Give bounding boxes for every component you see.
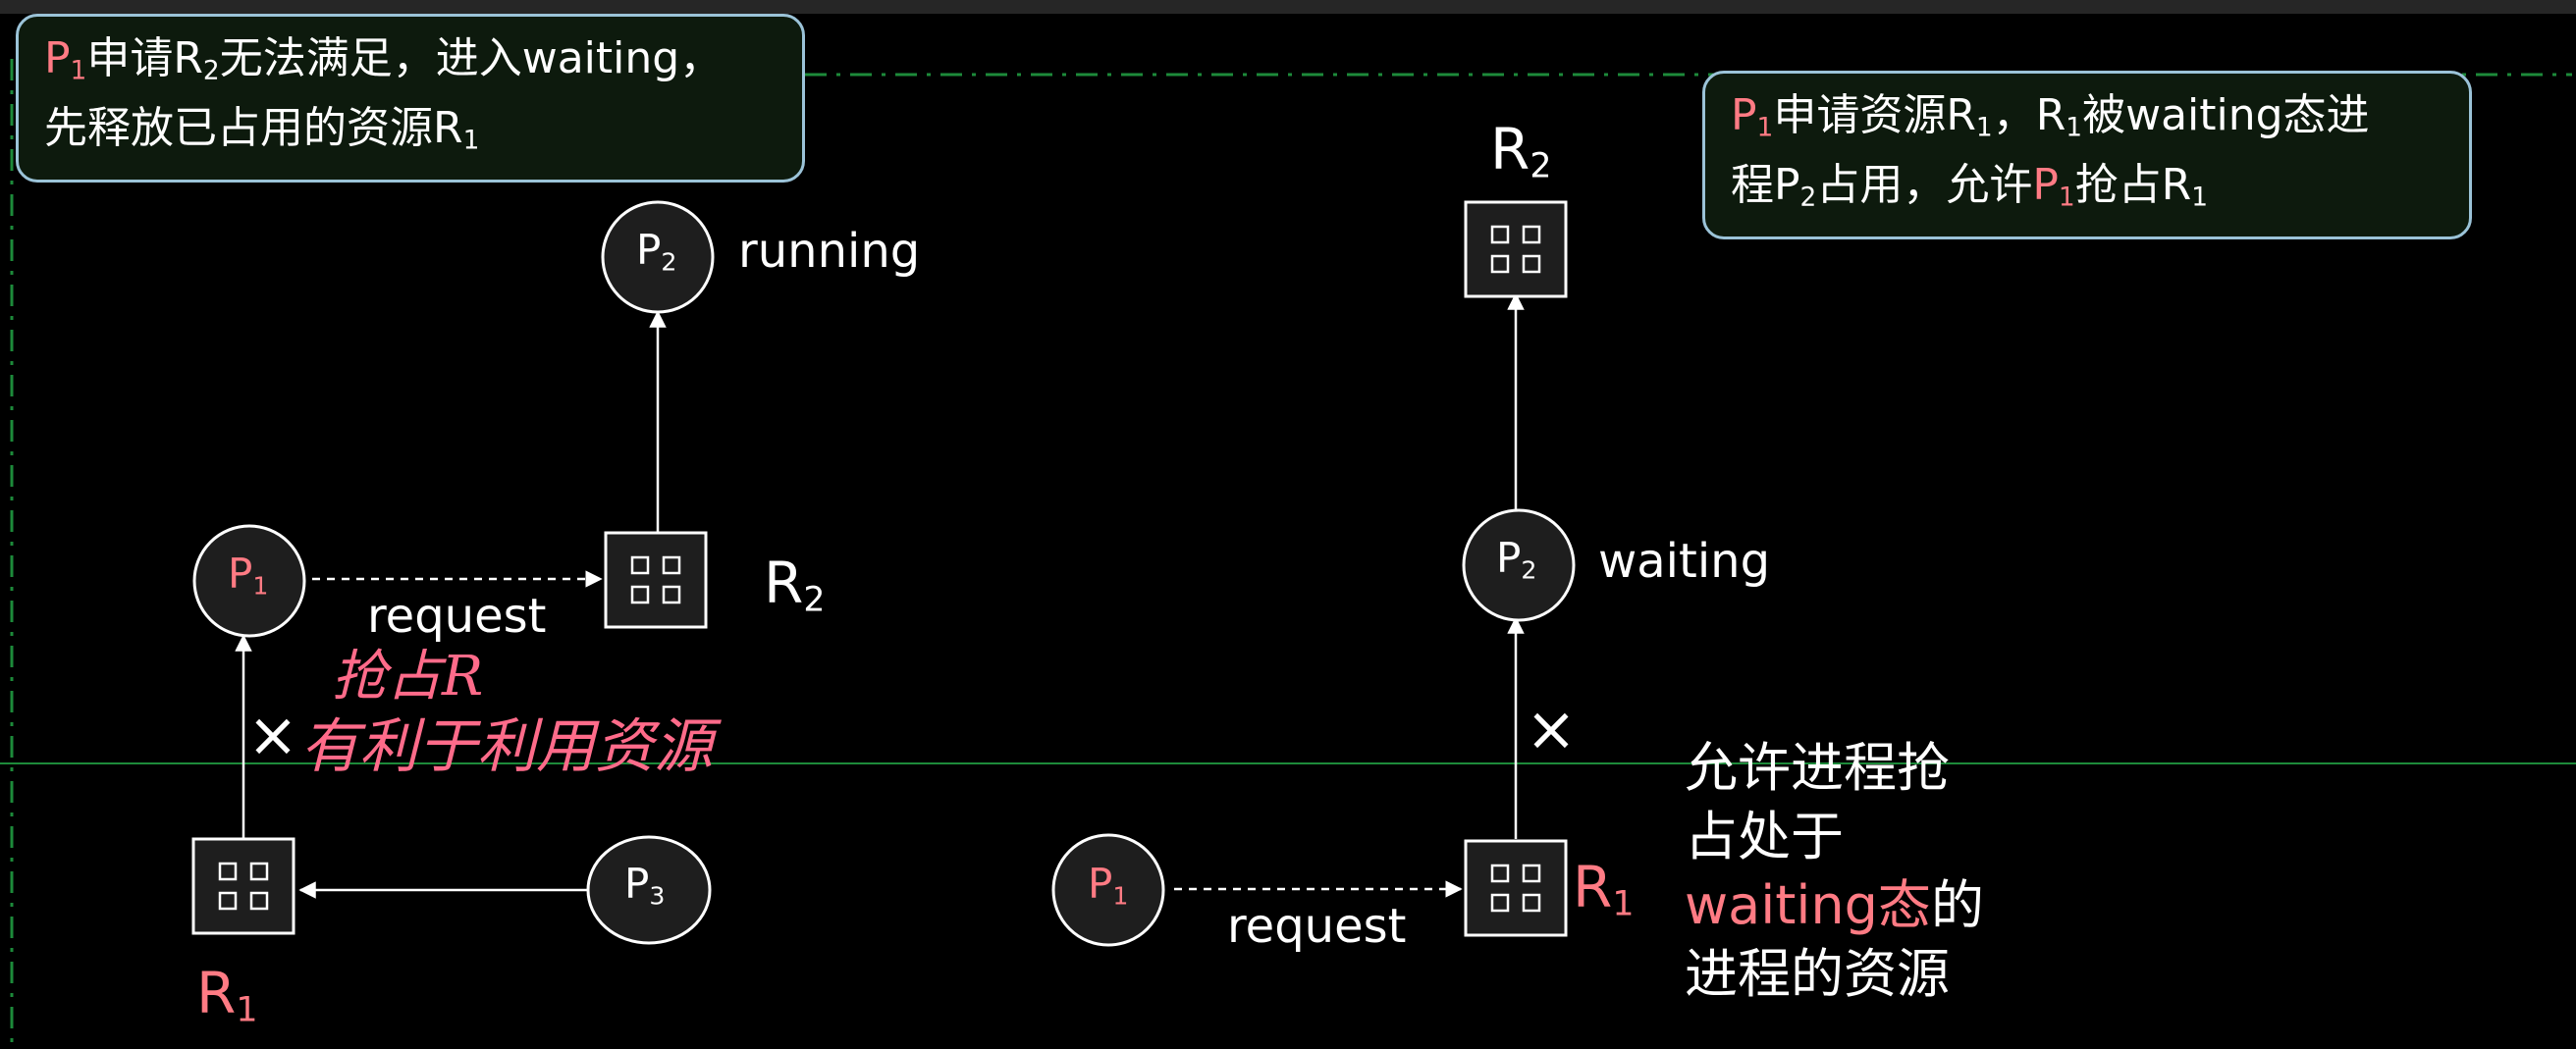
right-caption-line1: P1申请资源R1，R1被waiting态进 xyxy=(1731,90,2370,143)
request-label-left: request xyxy=(367,589,547,644)
process-node-p3 xyxy=(586,835,712,945)
p2-right-label: P2 xyxy=(1496,534,1537,585)
handwriting-line2: 有利于利用资源 xyxy=(300,712,713,781)
process-node-p2-right xyxy=(1462,508,1576,622)
resource-node-r2-left xyxy=(604,531,708,629)
request-label-right: request xyxy=(1227,899,1407,954)
p2-right-state: waiting xyxy=(1598,534,1771,589)
cross-mark-right: × xyxy=(1526,693,1577,764)
right-caption-line2: 程P2占用，允许P1抢占R1 xyxy=(1731,159,2209,213)
r1-right-label: R1 xyxy=(1573,854,1635,924)
note-line1: 允许进程抢 xyxy=(1685,737,1950,799)
handwriting-line1: 抢占R xyxy=(332,645,484,708)
process-node-p2-left xyxy=(601,200,715,314)
preemption-note: 允许进程抢 占处于 waiting态的 进程的资源 xyxy=(1685,734,1984,1009)
note-line3: waiting态的 xyxy=(1685,874,1984,936)
p2-left-label: P2 xyxy=(636,226,677,277)
cross-mark-left: × xyxy=(247,699,298,770)
resource-node-r2-right xyxy=(1464,200,1568,298)
r2-left-label: R2 xyxy=(764,550,826,620)
p1-left-label: P1 xyxy=(228,550,269,601)
r2-right-label: R2 xyxy=(1490,116,1552,186)
note-line2: 占处于 xyxy=(1685,806,1844,867)
left-caption-box: P1申请R2无法满足，进入waiting， 先释放已占用的资源R1 xyxy=(16,14,805,183)
process-node-p1-left xyxy=(192,524,306,638)
p2-left-state: running xyxy=(738,224,921,279)
process-node-p1-right xyxy=(1051,833,1165,947)
r1-left-label: R1 xyxy=(196,960,258,1030)
note-line4: 进程的资源 xyxy=(1685,943,1950,1005)
p1-right-label: P1 xyxy=(1088,860,1129,911)
left-caption-line2: 先释放已占用的资源R1 xyxy=(44,102,480,156)
left-caption-line1: P1申请R2无法满足，进入waiting， xyxy=(44,33,724,86)
top-strip xyxy=(0,0,2576,14)
p3-label: P3 xyxy=(624,860,666,911)
resource-node-r1-right xyxy=(1464,839,1568,937)
resource-node-r1-left xyxy=(191,837,295,935)
right-caption-box: P1申请资源R1，R1被waiting态进 程P2占用，允许P1抢占R1 xyxy=(1702,71,2472,239)
